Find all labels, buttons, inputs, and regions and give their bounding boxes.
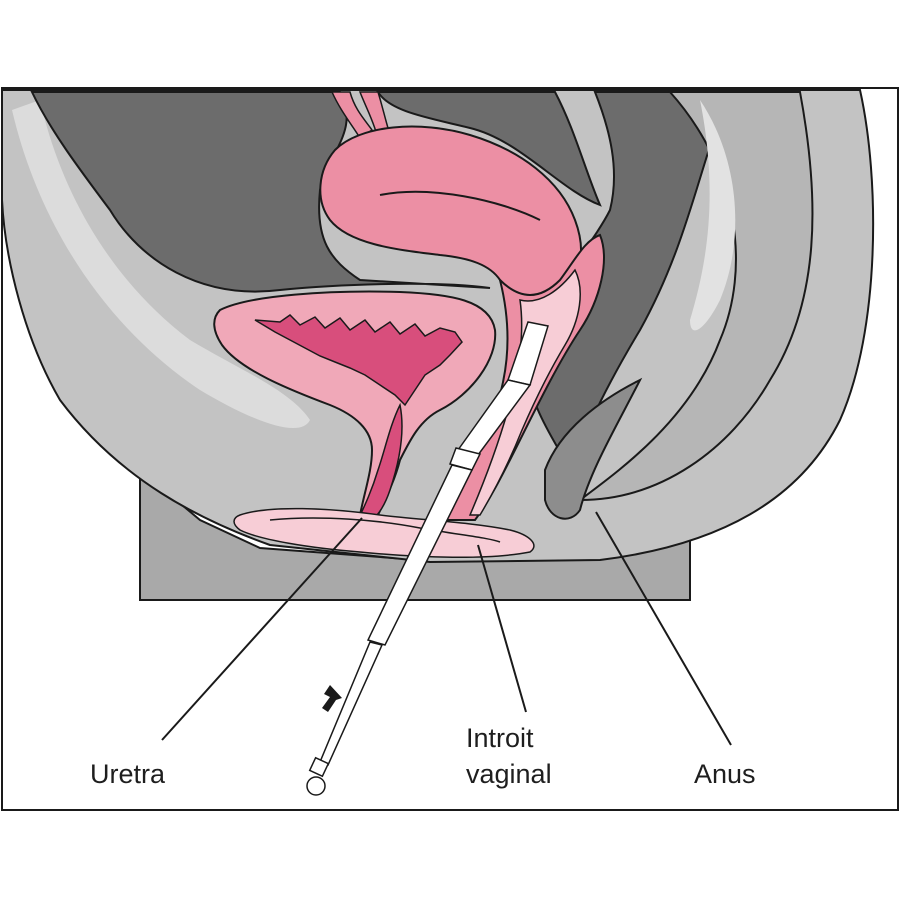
intestinal-cavity-right <box>376 91 602 207</box>
anal-canal <box>544 377 643 520</box>
sacrum-highlight <box>690 100 736 331</box>
fallopian-tube <box>330 91 374 140</box>
uretra-leader-line <box>161 517 363 741</box>
label-anus: Anus <box>694 759 756 789</box>
applicator-plunger-sleeve <box>366 464 474 646</box>
insertion-direction-arrow-icon <box>322 685 342 712</box>
introit-leader-line <box>477 544 527 713</box>
vulva <box>233 507 535 558</box>
uterine-cavity-line <box>379 190 541 221</box>
label-uretra: Uretra <box>90 759 166 789</box>
abdominal-wall-highlight <box>12 100 310 429</box>
anus-leader-line <box>595 511 732 746</box>
applicator <box>306 321 549 796</box>
applicator-knob <box>306 776 326 796</box>
label-introit-line2: vaginal <box>466 759 552 789</box>
rectum <box>523 91 732 473</box>
label-introit-line1: Introit <box>466 723 534 753</box>
sacrum <box>576 91 814 502</box>
labia-fold <box>269 517 501 543</box>
bladder-lumen <box>254 314 463 407</box>
applicator-knob-neck <box>308 756 330 778</box>
